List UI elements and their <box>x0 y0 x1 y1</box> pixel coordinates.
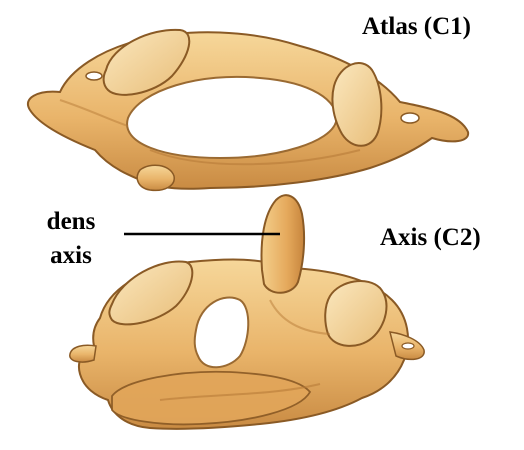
atlas-right-transverse-foramen <box>401 113 419 123</box>
axis-vertebra <box>70 195 424 429</box>
atlas-left-transverse-foramen <box>86 72 102 80</box>
axis-right-transverse-foramen <box>402 343 414 349</box>
axis-dens <box>262 195 305 293</box>
axis-left-transverse-process <box>70 345 96 362</box>
dens-label-line1: dens <box>28 205 114 239</box>
atlas-label: Atlas (C1) <box>362 14 471 39</box>
atlas-vertebra <box>28 30 468 191</box>
axis-label: Axis (C2) <box>380 225 481 250</box>
dens-label-line2: axis <box>28 239 114 273</box>
atlas-anterior-tubercle <box>137 165 174 190</box>
dens-axis-label: dens axis <box>28 205 114 273</box>
